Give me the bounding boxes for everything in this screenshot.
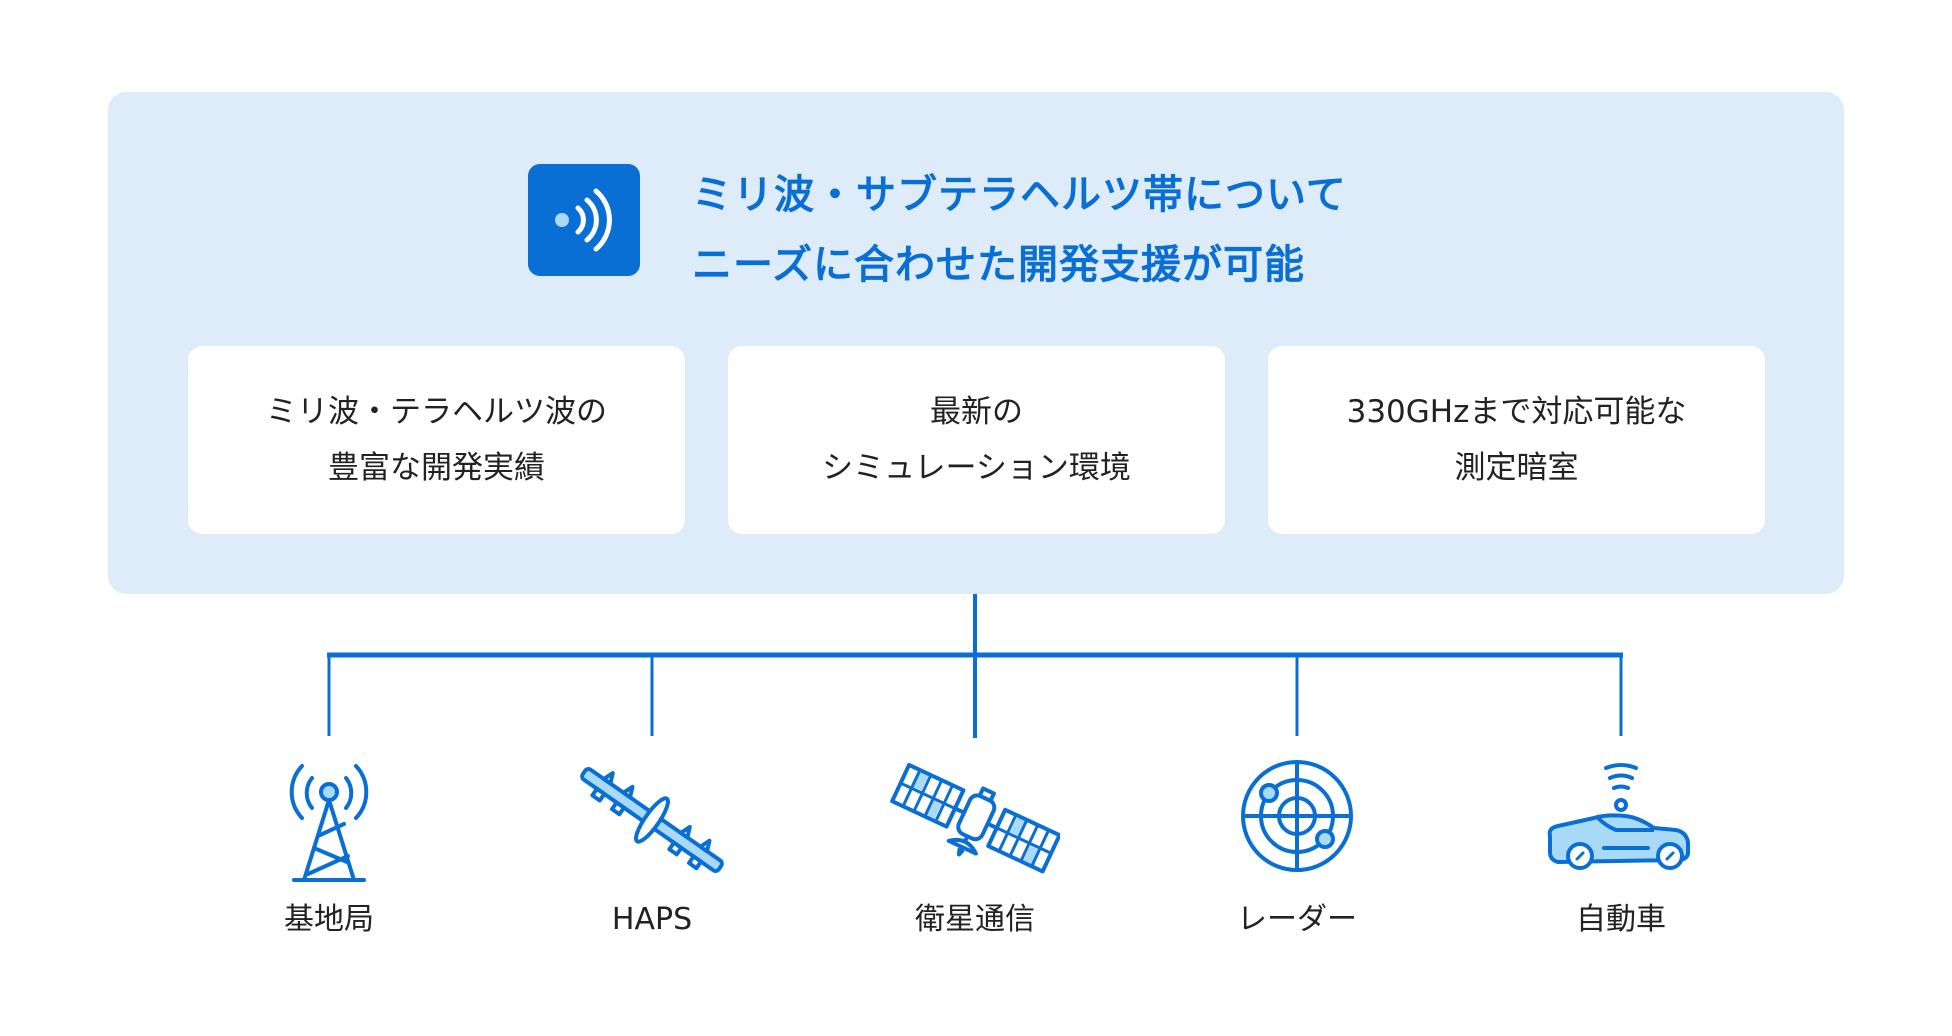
feature-card-text: 最新の <box>930 394 1023 430</box>
wireless-signal-icon <box>528 164 640 276</box>
connected-car-icon <box>1547 763 1690 870</box>
application-label: 衛星通信 <box>915 902 1035 937</box>
cell-tower-icon <box>289 764 369 882</box>
feature-card-simulation: 最新の シミュレーション環境 <box>728 346 1225 534</box>
feature-card-text: 330GHzまで対応可能な <box>1346 394 1687 430</box>
title-line-2: ニーズに合わせた開発支援が可能 <box>692 242 1305 288</box>
application-label: レーダー <box>1237 902 1357 937</box>
title-line-1: ミリ波・サブテラヘルツ帯について <box>692 172 1347 218</box>
feature-card-text: シミュレーション環境 <box>822 450 1131 486</box>
feature-card-anechoic-chamber: 330GHzまで対応可能な 測定暗室 <box>1268 346 1765 534</box>
application-automobile: 自動車 <box>1501 752 1741 940</box>
feature-card-development-record: ミリ波・テラヘルツ波の 豊富な開発実績 <box>188 346 685 534</box>
panel-title: ミリ波・サブテラヘルツ帯について ニーズに合わせた開発支援が可能 <box>692 160 1347 300</box>
application-base-station: 基地局 <box>209 752 449 940</box>
application-label: HAPS <box>611 902 693 937</box>
feature-card-text: ミリ波・テラヘルツ波の <box>266 394 607 430</box>
radar-icon <box>1241 760 1353 872</box>
feature-card-text: 測定暗室 <box>1454 450 1579 486</box>
satellite-icon <box>890 762 1060 874</box>
haps-aircraft-icon <box>580 767 724 873</box>
application-label: 基地局 <box>284 902 374 937</box>
application-label: 自動車 <box>1576 902 1666 937</box>
feature-card-text: 豊富な開発実績 <box>328 450 545 486</box>
application-haps: HAPS <box>532 752 772 940</box>
application-satellite: 衛星通信 <box>855 752 1095 940</box>
application-radar: レーダー <box>1177 752 1417 940</box>
